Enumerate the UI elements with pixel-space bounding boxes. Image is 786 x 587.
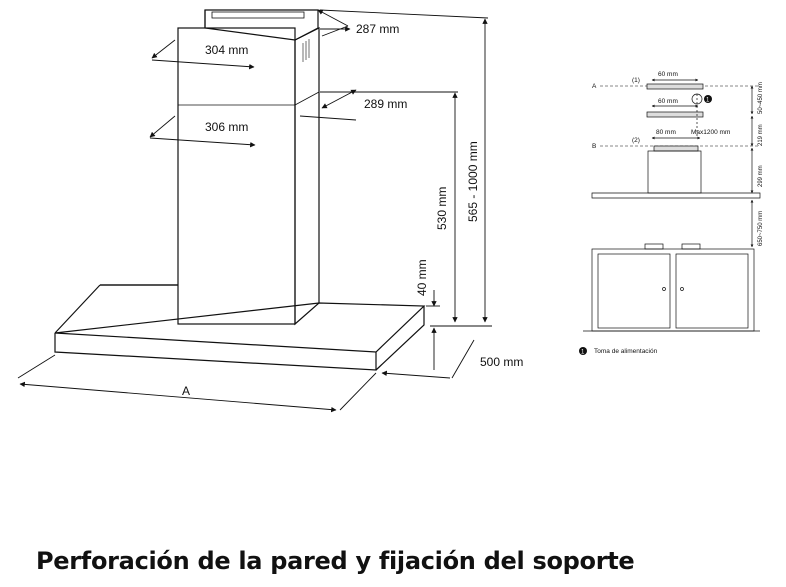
bracket-1b (646, 111, 704, 118)
dim-chimney-height: 530 mm (435, 187, 449, 230)
socket-marker: 1 (706, 98, 710, 104)
dim-219: 219 mm (758, 124, 764, 146)
dim-a-range: 50~450 mm (758, 82, 764, 114)
legend-marker-icon (579, 347, 587, 355)
dim-chimney-lower-depth: 289 mm (364, 97, 407, 111)
dim-chimney-top-width: 304 mm (205, 43, 248, 57)
dim-canopy-depth: 500 mm (480, 355, 523, 369)
hood-dimension-diagram: 287 mm 304 mm 289 mm 306 mm 530 mm 565 -… (17, 9, 764, 413)
chimney-side (294, 27, 320, 326)
dim-width-label: A (182, 384, 190, 398)
dim-299: 299 mm (758, 165, 764, 187)
bracket-1-label: (1) (632, 77, 640, 84)
canopy-front (54, 333, 377, 371)
main-dimension-lines (17, 9, 492, 413)
bracket-2 (653, 145, 699, 152)
socket-marker-icon (704, 95, 712, 103)
dim-max: Max1200 mm (691, 129, 730, 136)
install-canopy (591, 192, 761, 199)
page-heading: Perforación de la pared y fijación del s… (36, 547, 635, 575)
dim-bracket2-width: 80 mm (656, 129, 676, 136)
line-a-label: A (592, 83, 597, 90)
dim-650-750: 650~750 mm (758, 211, 764, 246)
main-dimension-labels: 287 mm 304 mm 289 mm 306 mm 530 mm 565 -… (182, 22, 523, 398)
dim-canopy-thickness: 40 mm (415, 259, 429, 296)
cabinet (591, 248, 755, 332)
install-diagram (583, 78, 761, 332)
dim-chimney-lower-width: 306 mm (205, 120, 248, 134)
dim-chimney-top-depth: 287 mm (356, 22, 399, 36)
line-b-label: B (592, 143, 596, 150)
bracket-1 (646, 83, 704, 90)
hood-body (54, 9, 426, 371)
dim-bracket1b-width: 60 mm (658, 98, 678, 105)
legend-text: Toma de alimentación (594, 348, 658, 355)
bracket-2-label: (2) (632, 137, 640, 144)
dim-bracket1-width: 60 mm (658, 71, 678, 78)
chimney-top (204, 9, 319, 41)
canopy-top (54, 284, 426, 353)
install-labels: A B (1) (2) 60 mm 60 mm 80 mm Max1200 mm… (579, 71, 764, 356)
dim-total-height: 565 - 1000 mm (466, 141, 480, 222)
chimney-front (177, 27, 296, 325)
legend-marker: 1 (581, 350, 585, 356)
